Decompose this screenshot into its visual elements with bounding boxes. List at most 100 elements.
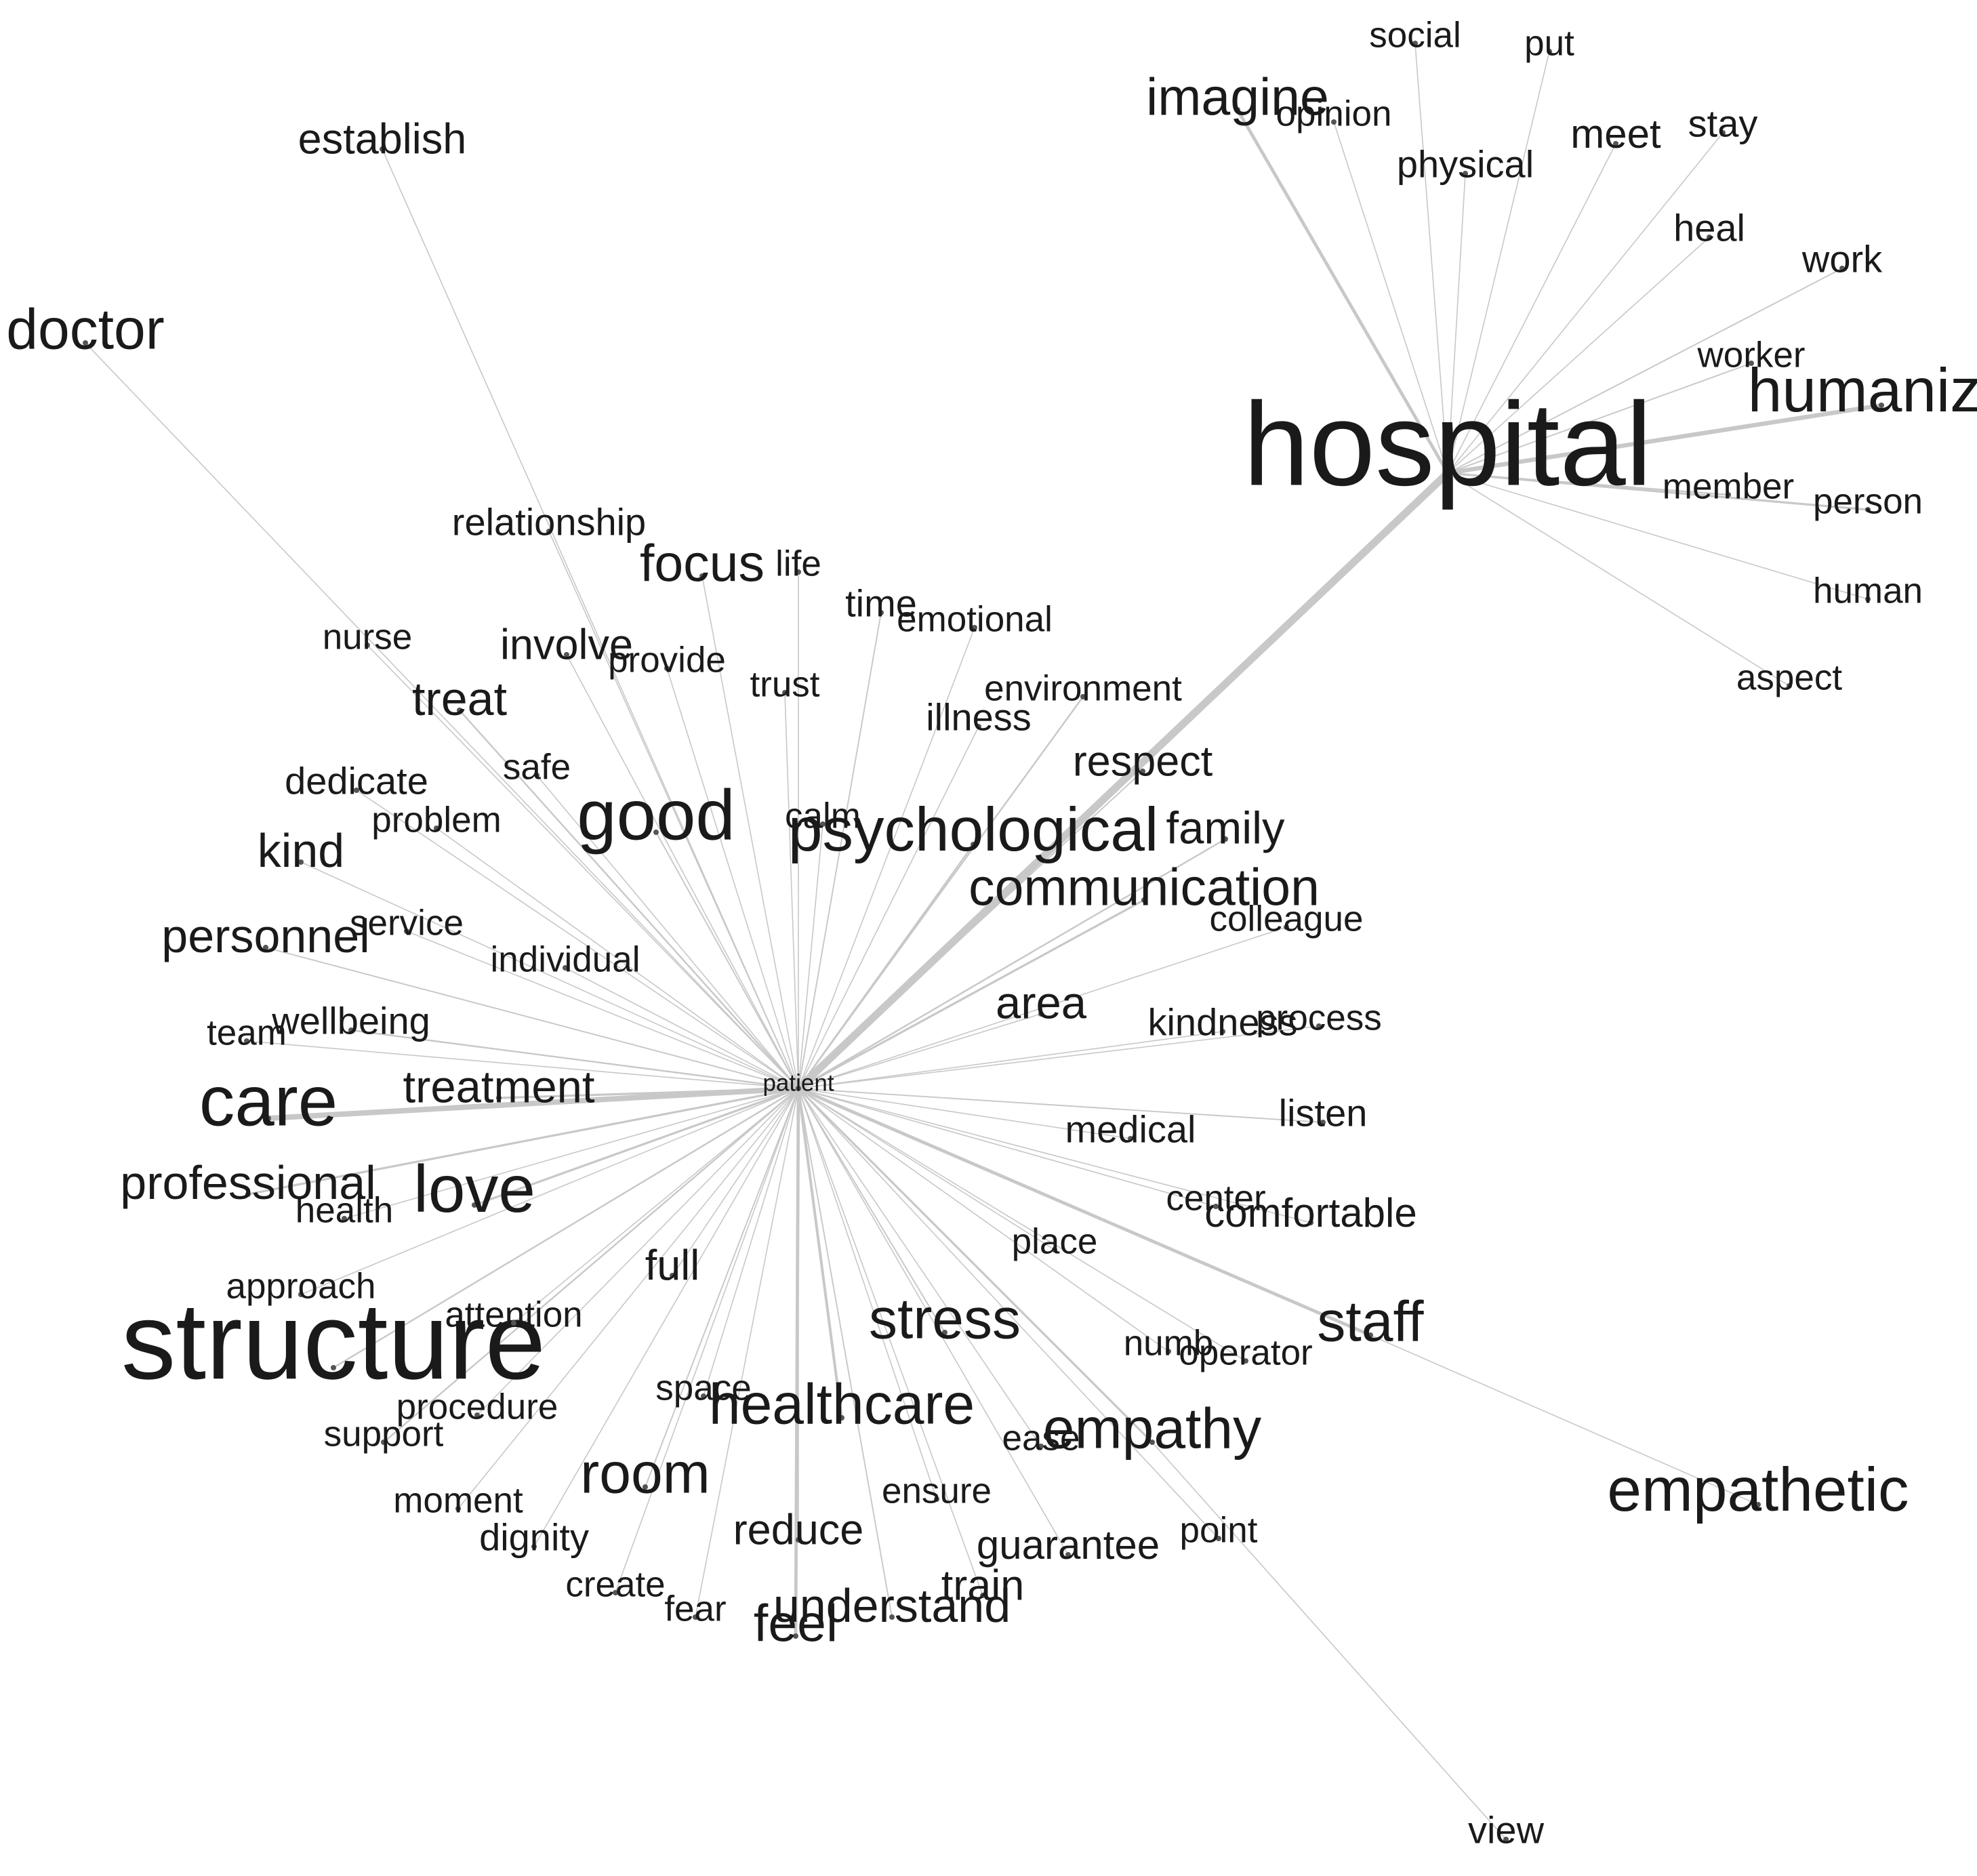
node-label-communication: communication [969,859,1320,917]
edge-hospital-member [1446,472,1730,496]
node-dot-fear [693,1614,698,1620]
node-label-empathetic: empathetic [1607,1456,1909,1524]
edge-hospital-physical [1447,173,1466,474]
node-dot-trust [782,690,788,695]
node-label-relationship: relationship [452,501,646,544]
edge-patient-hospital [794,469,1452,1093]
node-label-meet: meet [1570,111,1661,157]
node-dot-ease [1038,1444,1044,1449]
node-dot-approach [298,1292,304,1297]
node-dot-ensure [934,1496,939,1502]
edge-patient-respect [798,771,1143,1089]
edge-patient-treatment [497,1087,800,1099]
node-establish: establish [298,115,467,163]
node-label-life: life [775,544,821,584]
edge-patient-calm [798,823,823,1089]
node-dot-provide [664,666,670,671]
node-space: space [655,1368,751,1408]
node-dot-human [1865,596,1871,602]
node-empathy: empathy [1043,1396,1261,1460]
edge-patient-involve [566,654,799,1089]
edge-patient-point [798,1088,1219,1539]
edge-patient-space [703,1088,799,1397]
edge-patient-professional [247,1087,800,1196]
node-colleague: colleague [1210,899,1364,939]
edge-hospital-put [1447,51,1550,474]
node-aspect: aspect [1736,657,1842,697]
edge-patient-treat [458,709,800,1090]
node-label-personnel: personnel [161,910,369,962]
edge-patient-dignity [533,1088,799,1547]
node-heal: heal [1673,207,1745,249]
node-medical: medical [1065,1108,1196,1151]
node-fear: fear [664,1589,726,1629]
node-ensure: ensure [882,1471,992,1511]
edge-patient-provide [666,668,799,1089]
node-dot-empathetic [1755,1502,1761,1507]
edge-patient-establish [382,148,799,1089]
node-dot-imagine [1235,107,1240,113]
node-label-colleague: colleague [1210,899,1364,939]
node-dot-medical [1128,1136,1133,1141]
edge-patient-attention [513,1088,799,1324]
node-label-feel: feel [754,1595,838,1653]
node-dot-professional [245,1191,251,1197]
edge-patient-nurse [367,645,799,1089]
edge-patient-colleague [798,926,1287,1089]
node-label-place: place [1012,1221,1098,1261]
edge-patient-healthcare [797,1087,843,1419]
node-love: love [413,1151,535,1226]
node-dot-support [381,1440,386,1445]
edge-patient-support [382,1087,800,1444]
edge-patient-create [615,1088,799,1593]
node-work: work [1801,238,1883,281]
node-dot-area [1038,1011,1044,1017]
node-center: center [1166,1178,1265,1218]
node-dot-work [1839,266,1845,271]
node-physical: physical [1397,143,1534,186]
edge-patient-health [344,1088,799,1219]
node-good: good [577,776,735,855]
node-treat: treat [412,672,507,725]
node-relationship: relationship [452,501,646,544]
node-dot-family [1223,836,1228,842]
node-label-family: family [1166,803,1285,854]
node-dot-doctor [83,340,88,346]
edge-hospital-worker [1447,363,1752,474]
node-dot-room [643,1484,648,1490]
node-label-attention: attention [445,1294,582,1334]
node-label-point: point [1180,1510,1258,1550]
node-dot-team [244,1038,249,1044]
edge-patient-kind [300,861,799,1089]
node-dot-guarantee [1065,1552,1071,1557]
edge-hospital-humanize [1445,403,1884,476]
node-label-aspect: aspect [1736,657,1842,697]
node-dot-stress [942,1330,947,1335]
edge-patient-medical [798,1088,1131,1139]
node-dot-colleague [1284,924,1289,930]
node-label-respect: respect [1073,737,1213,785]
edge-hospital-aspect [1447,472,1790,687]
edge-patient-love [473,1087,800,1206]
edge-layer [85,43,1884,1840]
node-dot-process [1316,1023,1322,1029]
node-guarantee: guarantee [977,1522,1160,1568]
edge-hospital-social [1414,43,1448,474]
node-label-problem: problem [371,800,501,840]
node-wellbeing: wellbeing [271,1000,430,1042]
node-emotional: emotional [897,599,1053,639]
node-dot-psychological [971,842,976,847]
node-dot-emotional [972,625,977,630]
edge-patient-approach [300,1088,799,1295]
node-label-hospital: hospital [1243,379,1652,511]
node-dot-patient [796,1086,801,1091]
node-label-stress: stress [869,1286,1021,1350]
node-procedure: procedure [396,1387,558,1427]
edge-patient-problem [436,828,799,1089]
node-humanize: humanize [1748,356,1977,425]
node-dot-problem [434,825,439,831]
node-label-kindness: kindness [1147,1001,1297,1044]
node-create: create [565,1564,665,1604]
node-dedicate: dedicate [285,760,428,802]
node-health: health [295,1190,393,1230]
